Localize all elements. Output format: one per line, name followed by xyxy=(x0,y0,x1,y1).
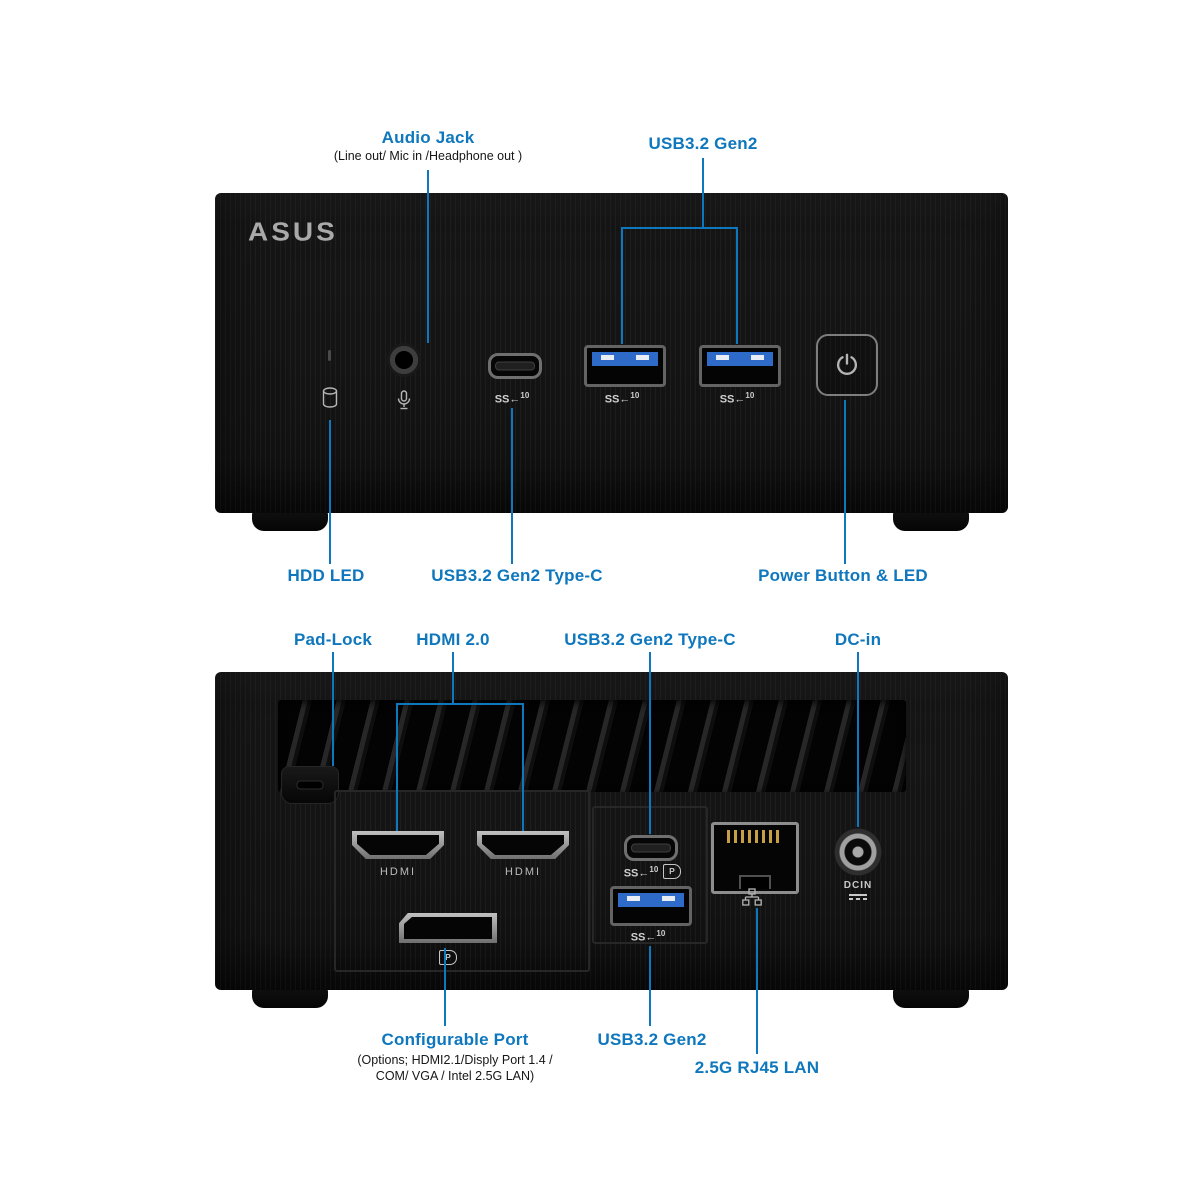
callout-line-lan xyxy=(756,908,758,1054)
label-configurable-port-sub1: (Options; HDMI2.1/Disply Port 1.4 / xyxy=(357,1053,553,1067)
callout-line-hdmi-left xyxy=(396,705,398,831)
dc-symbol-dashed-line xyxy=(849,898,867,900)
rj45-pins xyxy=(727,830,783,843)
label-usb32-gen2-rear: USB3.2 Gen2 xyxy=(597,1030,707,1049)
label-rj45-lan: 2.5G RJ45 LAN xyxy=(694,1058,820,1077)
label-usb32-gen2-front: USB3.2 Gen2 xyxy=(648,134,758,153)
label-audio-jack-subtitle: (Line out/ Mic in /Headphone out ) xyxy=(333,149,523,163)
ss-text: SS xyxy=(604,393,620,406)
rear-foot-right xyxy=(893,986,969,1008)
displayport-letter: P xyxy=(669,866,675,877)
hdmi-port-1 xyxy=(352,831,444,859)
usb-trident-icon: ← xyxy=(619,393,631,406)
power-icon xyxy=(836,353,858,375)
displayport-letter: P xyxy=(445,952,451,963)
callout-line-dc-in xyxy=(857,652,859,827)
callout-line-usb-c-rear xyxy=(649,652,651,834)
dc-in-port xyxy=(834,828,882,876)
ss-speed: 10 xyxy=(630,391,640,400)
ss-text: SS xyxy=(719,393,735,406)
hdmi-port-label-1: HDMI xyxy=(379,866,417,878)
mic-icon xyxy=(397,390,411,410)
usb-c-port-rear xyxy=(624,835,678,861)
callout-line-usb-rear xyxy=(649,946,651,1026)
ss10-marking: SS←10 xyxy=(720,390,755,406)
ss-text: SS xyxy=(630,931,646,944)
callout-line-usb-front-left xyxy=(621,229,623,344)
ss10-marking: SS←10 xyxy=(631,928,666,944)
callout-line-usb-c-front xyxy=(511,408,513,564)
usb-a-port-rear xyxy=(610,886,692,926)
callout-line-power-button xyxy=(844,400,846,564)
label-hdmi: HDMI 2.0 xyxy=(416,630,490,649)
ss10-marking: SS←10 xyxy=(624,864,659,880)
ss10-marking: SS←10 xyxy=(605,390,640,406)
label-power-button: Power Button & LED xyxy=(758,566,928,585)
callout-line-hdmi-stem xyxy=(452,652,454,704)
front-foot-right xyxy=(893,509,969,531)
pad-lock-slot xyxy=(281,766,339,804)
vent-grille xyxy=(278,700,906,792)
usb-c-port-front xyxy=(488,353,542,379)
displayport-hole xyxy=(404,917,492,939)
callout-line-usb-front-stem xyxy=(702,158,704,228)
callout-line-audio-jack xyxy=(427,170,429,343)
usb-trident-icon: ← xyxy=(638,867,650,880)
ss-speed: 10 xyxy=(649,865,659,874)
dc-symbol-solid-line xyxy=(849,894,867,896)
front-panel xyxy=(215,193,1008,513)
rj45-lan-port xyxy=(711,822,799,894)
ss-speed: 10 xyxy=(520,391,530,400)
callout-line-hdmi-bracket xyxy=(396,703,524,705)
ss-speed: 10 xyxy=(745,391,755,400)
label-configurable-port-sub2: COM/ VGA / Intel 2.5G LAN) xyxy=(375,1069,535,1083)
front-foot-left xyxy=(252,509,328,531)
label-hdd-led: HDD LED xyxy=(287,566,365,585)
dc-in-port-label: DCIN xyxy=(843,880,873,891)
power-button xyxy=(816,334,878,396)
callout-line-configurable-port xyxy=(444,948,446,1026)
label-audio-jack: Audio Jack xyxy=(381,128,475,147)
callout-line-hdmi-right xyxy=(522,705,524,831)
usb-c-tongue xyxy=(495,361,535,371)
callout-line-usb-front-right xyxy=(736,229,738,344)
usb-a-tongue xyxy=(592,352,658,366)
callout-line-pad-lock xyxy=(332,652,334,766)
label-dc-in: DC-in xyxy=(834,630,882,649)
hdmi-port-2 xyxy=(477,831,569,859)
hdd-icon xyxy=(322,387,338,408)
hdmi-hole xyxy=(482,835,564,855)
hdmi-port-label-2: HDMI xyxy=(504,866,542,878)
label-pad-lock: Pad-Lock xyxy=(293,630,373,649)
lan-icon xyxy=(742,888,762,906)
usb-trident-icon: ← xyxy=(734,393,746,406)
usb-a-tongue xyxy=(707,352,773,366)
displayport-icon: P xyxy=(439,950,457,965)
label-configurable-port: Configurable Port xyxy=(381,1030,529,1049)
ss-text: SS xyxy=(623,867,639,880)
callout-line-usb-front-bracket xyxy=(621,227,738,229)
usb-trident-icon: ← xyxy=(645,931,657,944)
rear-foot-left xyxy=(252,986,328,1008)
label-usb-c-front: USB3.2 Gen2 Type-C xyxy=(431,566,603,585)
video-port-plate xyxy=(334,790,590,972)
ss-text: SS xyxy=(494,393,510,406)
pad-lock-opening xyxy=(297,781,323,789)
usb-c-tongue xyxy=(631,843,671,853)
displayport-port xyxy=(399,913,497,943)
hdmi-hole xyxy=(357,835,439,855)
ss-speed: 10 xyxy=(656,929,666,938)
audio-jack-port xyxy=(387,343,421,377)
label-usb-c-rear: USB3.2 Gen2 Type-C xyxy=(564,630,736,649)
usb-a-port-front-2 xyxy=(699,345,781,387)
usb-a-port-front-1 xyxy=(584,345,666,387)
displayport-alt-mode-icon: P xyxy=(663,864,681,879)
usb-trident-icon: ← xyxy=(509,393,521,406)
usb-a-tongue xyxy=(618,893,684,907)
rj45-clip-slot xyxy=(739,875,771,889)
asus-logo: ASUS xyxy=(248,217,338,246)
hdd-led-light xyxy=(328,350,331,361)
ss10-marking: SS←10 xyxy=(495,390,530,406)
callout-line-hdd-led xyxy=(329,420,331,564)
